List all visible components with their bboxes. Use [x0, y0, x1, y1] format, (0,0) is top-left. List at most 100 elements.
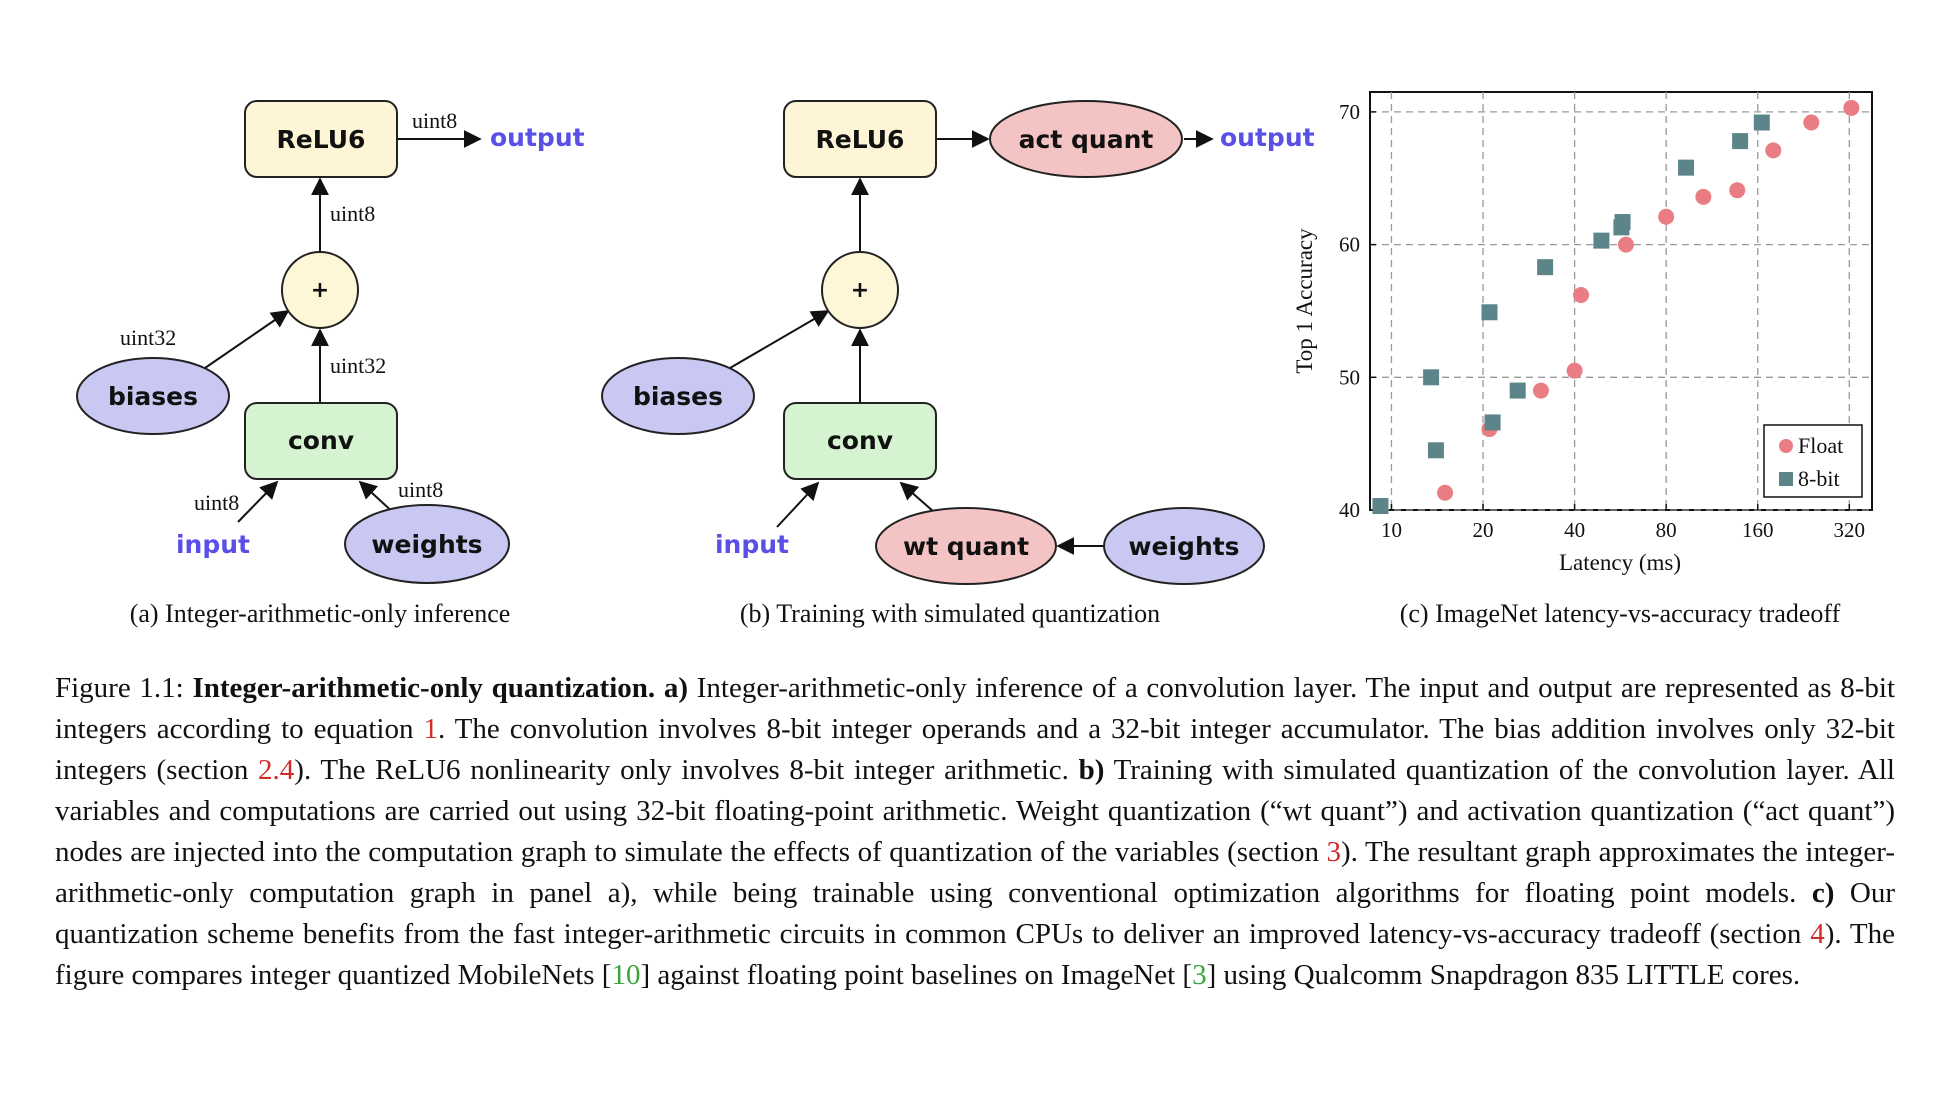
panel-a-caption: (a) Integer-arithmetic-only inference [130, 599, 511, 628]
caption-a-text-2: . The convolution involves 8-bit integer… [55, 713, 1895, 786]
caption-b-text-2: ). The resultant graph approximates the … [55, 836, 1895, 909]
figure-label: Figure 1.1: [55, 672, 184, 704]
float-point [1729, 182, 1746, 199]
add-label-b: + [851, 278, 869, 303]
x-tick-label: 10 [1381, 518, 1402, 542]
edge-input-conv-b [776, 481, 820, 528]
float-point [1658, 208, 1675, 225]
float-point [1765, 142, 1782, 159]
legend-8bit-label: 8-bit [1798, 466, 1840, 491]
figure-caption: Figure 1.1: Integer-arithmetic-only quan… [55, 668, 1895, 996]
panel-a-diagram: ReLU6 + conv biases weights input output… [76, 100, 585, 628]
input-label-b: input [715, 530, 789, 559]
dtype-biases: uint32 [120, 325, 176, 350]
caption-b-text-1: Training with simulated quantization of … [55, 754, 1895, 868]
float-point [1843, 99, 1860, 116]
x-tick-label: 320 [1834, 518, 1866, 542]
edge-wtquant-conv [899, 481, 935, 513]
add-label: + [311, 278, 329, 303]
panel-b-diagram: ReLU6 act quant output + biases conv inp… [601, 100, 1315, 628]
ref-section-2-4[interactable]: 2.4 [258, 754, 295, 786]
add-node-b [821, 251, 899, 329]
eightbit-point [1484, 414, 1501, 431]
conv-label-b: conv [827, 426, 893, 455]
ref-section-4[interactable]: 4 [1810, 918, 1825, 950]
dtype-plus-out: uint8 [330, 201, 375, 226]
input-label: input [176, 530, 250, 559]
x-tick-label: 80 [1656, 518, 1677, 542]
output-label-b: output [1220, 123, 1315, 152]
caption-a-text-1: Integer-arithmetic-only inference of a c… [55, 672, 1895, 745]
figure-title: Integer-arithmetic-only quantization. [192, 672, 656, 704]
caption-tag-b: b) [1078, 754, 1105, 786]
ref-section-3[interactable]: 3 [1326, 836, 1342, 868]
edge-biases-plus-b [729, 310, 830, 369]
legend-8bit-marker [1779, 472, 1793, 486]
eightbit-point [1423, 369, 1440, 386]
eightbit-point [1537, 259, 1554, 276]
biases-label: biases [108, 382, 198, 411]
float-point [1566, 362, 1583, 379]
weights-label: weights [371, 530, 482, 559]
ref-citation-10[interactable]: 10 [611, 959, 641, 991]
add-node [281, 251, 359, 329]
eightbit-point [1593, 232, 1610, 249]
legend-float-label: Float [1798, 433, 1843, 458]
float-point [1532, 382, 1549, 399]
output-label: output [490, 123, 585, 152]
weights-node-b [1103, 507, 1265, 585]
conv-node-b [783, 402, 937, 480]
caption-c-text-2: ). The figure compares integer quantized… [55, 918, 1895, 991]
wt-quant-node [875, 507, 1057, 585]
conv-label: conv [288, 426, 354, 455]
panel-c-caption: (c) ImageNet latency-vs-accuracy tradeof… [1400, 599, 1841, 628]
dtype-input: uint8 [194, 490, 239, 515]
caption-a-text-3: ). The ReLU6 nonlinearity only involves … [294, 754, 1079, 786]
float-point [1617, 236, 1634, 253]
x-tick-label: 160 [1742, 518, 1774, 542]
dtype-weights: uint8 [398, 477, 443, 502]
plot-frame [1369, 91, 1873, 511]
relu6-label: ReLU6 [277, 125, 366, 154]
weights-label-b: weights [1128, 532, 1239, 561]
relu6-node [244, 100, 398, 178]
eightbit-point [1481, 304, 1498, 321]
caption-c-text-3: ] against floating point baselines on Im… [640, 959, 1193, 991]
edge-input-conv [237, 480, 279, 523]
caption-c-text-1: Our quantization scheme benefits from th… [55, 877, 1895, 950]
wt-quant-label: wt quant [903, 532, 1029, 561]
edge-biases-plus [204, 309, 290, 369]
x-tick-label: 40 [1564, 518, 1585, 542]
float-point [1437, 484, 1454, 501]
relu6-label-b: ReLU6 [816, 125, 905, 154]
float-point [1695, 188, 1712, 205]
caption-tag-c: c) [1811, 877, 1835, 909]
biases-label-b: biases [633, 382, 723, 411]
eightbit-point [1427, 442, 1444, 459]
y-tick-label: 50 [1339, 365, 1360, 389]
legend-float-marker [1779, 439, 1793, 453]
eightbit-point [1372, 498, 1389, 515]
float-point [1803, 114, 1820, 131]
eightbit-point [1678, 159, 1695, 176]
biases-node-b [601, 357, 755, 435]
act-quant-node [989, 100, 1183, 178]
dtype-relu-out: uint8 [412, 108, 457, 133]
dtype-conv-out: uint32 [330, 353, 386, 378]
y-tick-label: 70 [1339, 100, 1360, 124]
data-points [1372, 99, 1860, 515]
panel-b-caption: (b) Training with simulated quantization [740, 599, 1160, 628]
eightbit-point [1509, 382, 1526, 399]
conv-node [244, 402, 398, 480]
biases-node [76, 357, 230, 435]
eightbit-point [1732, 133, 1749, 150]
ref-equation-1[interactable]: 1 [423, 713, 438, 745]
chart-legend: Float 8-bit [1763, 424, 1863, 498]
y-axis-label: Top 1 Accuracy [1292, 228, 1317, 374]
y-tick-label: 60 [1339, 233, 1360, 257]
y-tick-label: 40 [1339, 498, 1360, 522]
ref-citation-3[interactable]: 3 [1192, 959, 1207, 991]
